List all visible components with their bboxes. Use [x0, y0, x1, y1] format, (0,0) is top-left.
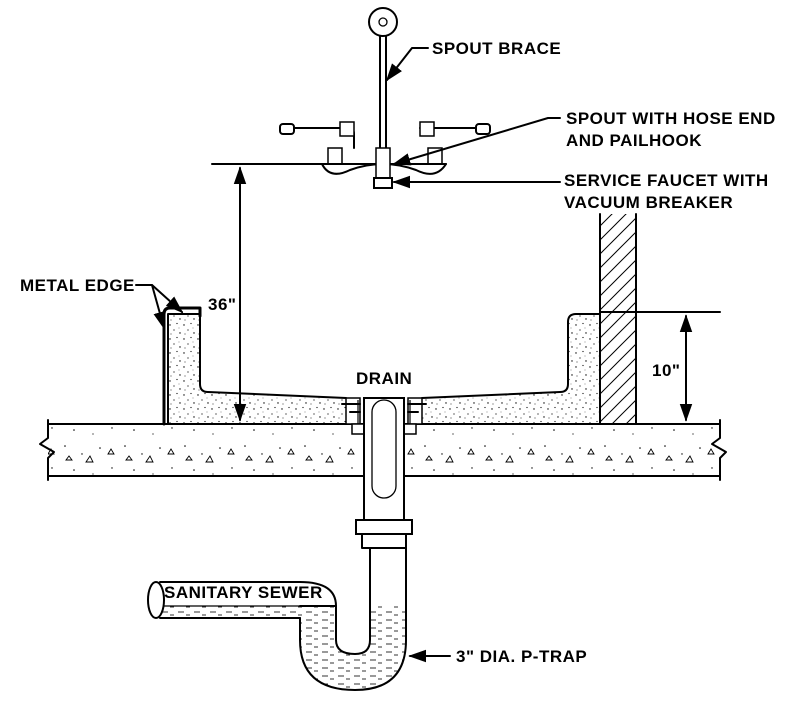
p-trap — [147, 547, 407, 691]
label-spout-line1: SPOUT WITH HOSE END — [566, 109, 776, 128]
label-drain: DRAIN — [356, 369, 412, 388]
label-spout-line2: AND PAILHOOK — [566, 131, 702, 150]
label-dimension-10: 10" — [652, 361, 680, 380]
label-dimension-36: 36" — [208, 295, 236, 314]
label-spout-brace: SPOUT BRACE — [432, 39, 561, 58]
label-sanitary-sewer: SANITARY SEWER — [164, 583, 323, 602]
dimension-36 — [211, 163, 323, 422]
service-faucet — [279, 7, 491, 189]
drain-pipe — [355, 397, 413, 549]
label-p-trap: 3" DIA. P-TRAP — [456, 647, 587, 666]
leader-lines — [135, 47, 561, 663]
label-faucet-line1: SERVICE FAUCET WITH — [564, 171, 769, 190]
label-metal-edge: METAL EDGE — [20, 276, 135, 295]
wall — [599, 213, 637, 425]
label-faucet-line2: VACUUM BREAKER — [564, 193, 733, 212]
dimension-10 — [599, 311, 721, 422]
